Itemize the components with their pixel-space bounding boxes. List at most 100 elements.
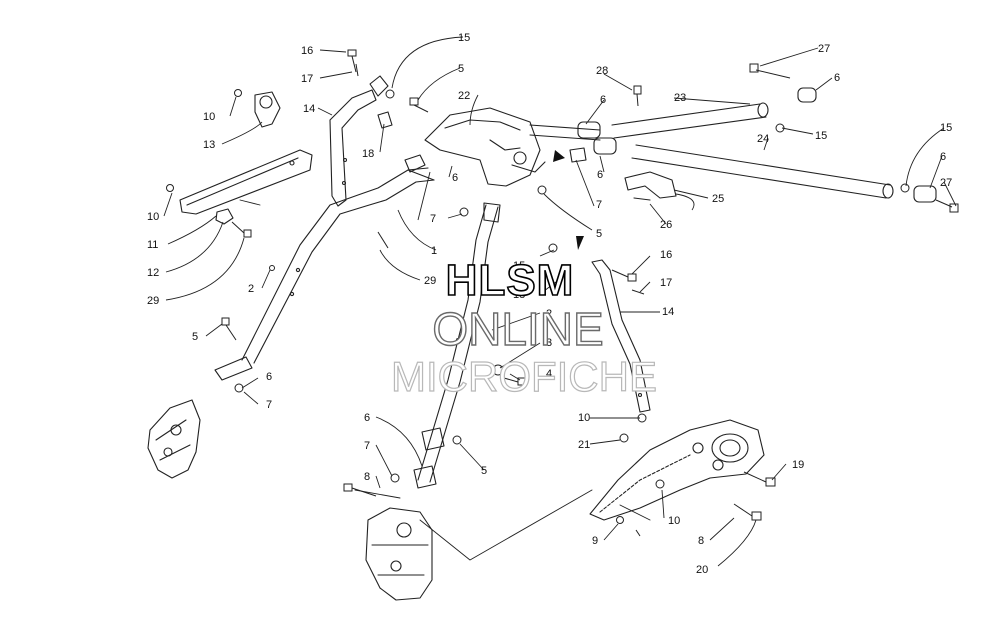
- callout-18b: 18: [513, 289, 525, 301]
- callout-6e: 6: [834, 72, 840, 84]
- callout-19: 19: [792, 459, 804, 471]
- callout-6f: 6: [940, 151, 946, 163]
- callout-27: 27: [818, 43, 830, 55]
- nut: [548, 243, 558, 253]
- callout-16: 16: [301, 45, 313, 57]
- callout-6c: 6: [600, 94, 606, 106]
- lower-center-casting: [365, 507, 433, 601]
- callout-12: 12: [147, 267, 159, 279]
- nut: [655, 479, 665, 489]
- callout-10: 10: [203, 111, 215, 123]
- bolt: [343, 483, 377, 497]
- callout-14b: 14: [662, 306, 674, 318]
- nut: [492, 364, 504, 376]
- bolt: [935, 199, 959, 213]
- callout-5b: 5: [192, 331, 198, 343]
- bolt: [633, 85, 642, 107]
- bolt: [231, 221, 252, 238]
- bolt: [409, 97, 429, 113]
- callout-14: 14: [303, 103, 315, 115]
- left-upper-bracket: [179, 91, 313, 225]
- callout-11: 11: [147, 239, 158, 251]
- right-lower-casting: [589, 419, 765, 521]
- callout-2b: 2: [546, 308, 552, 320]
- nut: [619, 433, 629, 443]
- steering-head-casting: [424, 107, 601, 187]
- callout-15d: 15: [513, 260, 525, 272]
- main-tube-left: [214, 154, 435, 381]
- left-upright: [329, 75, 393, 207]
- callout-13: 13: [203, 139, 215, 151]
- callout-7b: 7: [430, 213, 436, 225]
- small-bracket: [624, 171, 677, 201]
- callout-8: 8: [364, 471, 370, 483]
- callout-20: 20: [696, 564, 708, 576]
- callout-17: 17: [301, 73, 313, 85]
- callout-8b: 8: [698, 535, 704, 547]
- callout-21: 21: [578, 439, 590, 451]
- callout-9: 9: [592, 535, 598, 547]
- arrow-markers: [553, 150, 584, 250]
- right-upright: [591, 259, 651, 413]
- callout-15: 15: [458, 32, 470, 44]
- callout-17b: 17: [660, 277, 672, 289]
- callout-10c: 10: [578, 412, 590, 424]
- callout-7c: 7: [596, 199, 602, 211]
- callout-6b: 6: [452, 172, 458, 184]
- bolt: [611, 269, 637, 282]
- callout-23: 23: [674, 92, 686, 104]
- nut: [234, 89, 242, 97]
- callout-6g: 6: [364, 412, 370, 424]
- lower-left-casting: [147, 399, 201, 479]
- bolt: [749, 63, 791, 79]
- nut: [166, 184, 174, 192]
- callout-29b: 29: [424, 275, 436, 287]
- bolt: [743, 471, 776, 487]
- nut: [452, 435, 462, 445]
- bolt: [377, 231, 389, 249]
- bolt: [355, 63, 359, 77]
- callout-3: 3: [546, 337, 552, 349]
- callout-24: 24: [757, 133, 769, 145]
- connection-lines: [239, 199, 651, 561]
- callout-28: 28: [596, 65, 608, 77]
- callout-4: 4: [546, 368, 552, 380]
- bolt: [503, 377, 527, 386]
- nut: [459, 207, 469, 217]
- bolt: [221, 317, 237, 341]
- callout-26: 26: [660, 219, 672, 231]
- nut: [537, 185, 547, 195]
- callout-6d: 6: [597, 169, 603, 181]
- callout-25: 25: [712, 193, 724, 205]
- callout-15b: 15: [815, 130, 827, 142]
- center-tube: [413, 202, 501, 489]
- callout-29: 29: [147, 295, 159, 307]
- nut: [616, 516, 624, 524]
- nut: [234, 383, 244, 393]
- callout-18: 18: [362, 148, 374, 160]
- callout-22: 22: [458, 90, 470, 102]
- callout-1: 1: [431, 245, 437, 257]
- nut: [385, 89, 395, 99]
- bolt: [631, 289, 645, 295]
- bolt: [347, 49, 357, 73]
- callout-7: 7: [266, 399, 272, 411]
- nut: [900, 183, 910, 193]
- bolt: [635, 529, 641, 537]
- callout-6: 6: [266, 371, 272, 383]
- callout-5c: 5: [596, 228, 602, 240]
- callout-10b: 10: [147, 211, 159, 223]
- callout-7d: 7: [364, 440, 370, 452]
- callout-10d: 10: [668, 515, 680, 527]
- callout-2: 2: [248, 283, 254, 295]
- callout-15c: 15: [940, 122, 952, 134]
- bolt: [733, 503, 762, 521]
- callout-5d: 5: [481, 465, 487, 477]
- upper-right-tubes: [569, 87, 937, 203]
- nut: [269, 265, 275, 271]
- callout-27b: 27: [940, 177, 952, 189]
- callout-16b: 16: [660, 249, 672, 261]
- nut: [390, 473, 400, 483]
- callout-5: 5: [458, 63, 464, 75]
